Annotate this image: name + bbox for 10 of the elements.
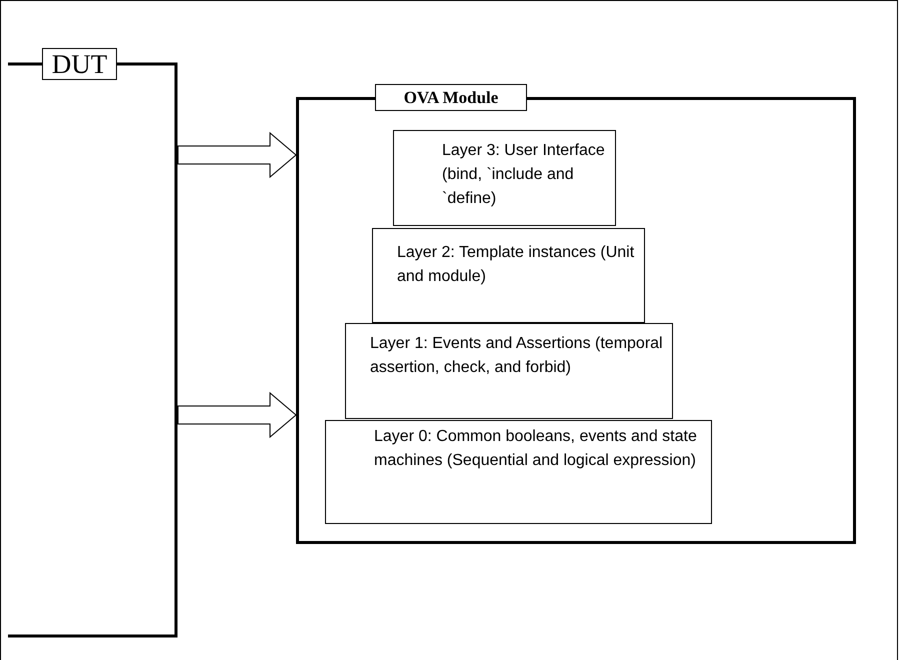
layer-box	[393, 130, 616, 226]
layer-text: Layer 0: Common booleans, events and state machines (Sequential and logical expression)	[374, 427, 698, 471]
layer-text: Layer 1: Events and Assertions (temporal assertion, check, and forbid)	[370, 334, 664, 378]
layer-box	[325, 420, 712, 524]
layer-text: Layer 2: Template instances (Unit and module)	[397, 243, 636, 287]
layer-box	[372, 228, 645, 323]
layer-text: Layer 3: User Interface (bind, `include and `define)	[442, 141, 606, 209]
module-title: OVA Module	[375, 84, 527, 111]
layer-box	[345, 323, 673, 419]
block-label: DUT	[42, 48, 117, 80]
